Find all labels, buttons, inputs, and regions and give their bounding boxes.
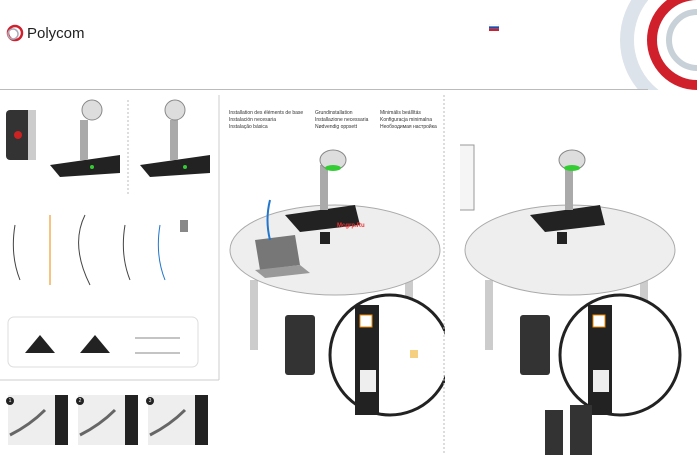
- step-number: 1: [6, 397, 14, 405]
- title-no: Nødvendig oppsett: [315, 124, 357, 130]
- title-es: Instalación necesaria: [229, 117, 276, 123]
- header-divider: [0, 89, 648, 90]
- setup-diagram-left: [229, 149, 445, 417]
- step-illustrations: [8, 395, 208, 445]
- title-hu: Minimális beállítás: [380, 110, 421, 116]
- title-fr: Installation des éléments de base: [229, 110, 304, 116]
- title-pl: Konfiguracja minimalna: [380, 117, 432, 123]
- title-ru: Необходимая настройка: [380, 124, 437, 130]
- titles-col1: Installation des éléments de base Instal…: [229, 110, 303, 131]
- package-contents-illustration: [0, 95, 220, 381]
- section-divider: [443, 95, 445, 455]
- step-number: 2: [76, 397, 84, 405]
- title-pt: Instalação básica: [229, 124, 268, 130]
- polycom-logo-icon: [6, 24, 24, 42]
- title-de: Grundinstallation: [315, 110, 353, 116]
- russian-flag-icon: [489, 24, 499, 31]
- decorative-rings: [620, 0, 697, 90]
- titles-col2: Grundinstallation Installazione necessar…: [315, 110, 368, 131]
- watermark: Mcgrp.Ru: [337, 223, 365, 229]
- polycom-logo: Polycom: [6, 24, 85, 42]
- titles-col3: Minimális beállítás Konfiguracja minimal…: [380, 110, 437, 131]
- step-number: 3: [146, 397, 154, 405]
- brand-name: Polycom: [27, 24, 85, 42]
- setup-diagram-right: [460, 144, 682, 455]
- title-it: Installazione necessaria: [315, 117, 369, 123]
